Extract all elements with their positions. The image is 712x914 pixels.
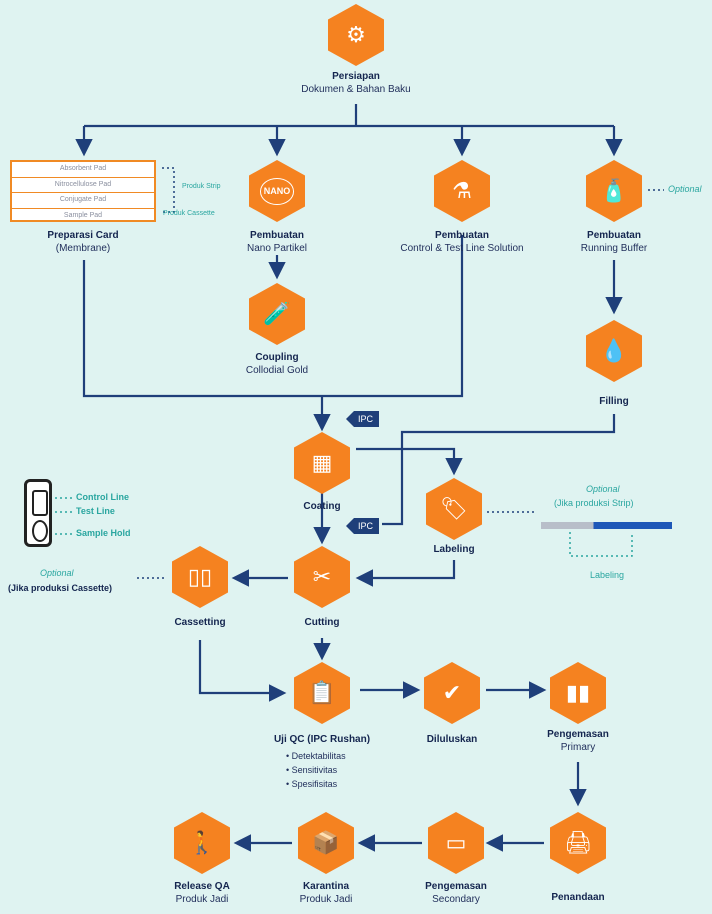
buffer-node: 🧴: [586, 160, 642, 222]
printer-icon: 🖨: [564, 830, 592, 855]
labeling-label: Labeling: [433, 544, 475, 555]
clipboard-check-icon: 📋: [308, 680, 336, 705]
primary-pack-icon: ▮▮: [565, 680, 591, 705]
persiapan-node: ⚙: [328, 4, 384, 66]
karantina-node: 📦: [298, 812, 354, 874]
ujiqc-node: 📋: [294, 662, 350, 724]
strip-labeling-label: Labeling: [590, 570, 625, 580]
qc-bullet: Spesifisitas: [286, 777, 346, 791]
secondary-node: ▭: [428, 812, 484, 874]
nano-node: NANO: [249, 160, 305, 222]
cassette-device-illustration: [24, 479, 52, 547]
penandaan-node: 🖨: [550, 812, 606, 874]
penandaan-label: Penandaan: [551, 892, 605, 903]
card-layer: Conjugate Pad: [12, 193, 154, 209]
ipc-tag-top: IPC: [346, 411, 380, 427]
box-pack-icon: ▭: [445, 830, 467, 855]
label-tag-icon: 🏷: [440, 496, 468, 521]
release-node: 🚶: [174, 812, 230, 874]
nano-icon: NANO: [259, 177, 295, 205]
bottle-icon: 🧴: [600, 178, 628, 203]
coating-label: Coating: [303, 501, 341, 512]
qc-bullet: Detektabilitas: [286, 749, 346, 763]
card-layer: Absorbent Pad: [12, 162, 154, 178]
qc-bullet-list: Detektabilitas Sensitivitas Spesifisitas: [286, 749, 346, 791]
coating-machine-icon: ▦: [311, 450, 333, 475]
cassetting-node: ▯▯: [172, 546, 228, 608]
card-layer: Sample Pad: [63, 211, 103, 219]
diluluskan-label: Diluluskan: [426, 734, 478, 745]
filling-icon: 💧: [600, 338, 628, 363]
cassette-icon: ▯▯: [187, 564, 213, 589]
flask-icon: ⚗: [452, 178, 472, 203]
coupling-node: 🧪: [249, 283, 305, 345]
test-tube-icon: 🧪: [263, 301, 291, 326]
membrane-card: Absorbent Pad Nitrocellulose Pad Conjuga…: [10, 160, 156, 222]
card-layer: Nitrocellulose Pad: [12, 178, 154, 193]
optional-cassette-condition: (Jika produksi Cassette): [8, 583, 113, 593]
labeling-node: 🏷: [426, 478, 482, 540]
test-line-label: Test Line: [76, 506, 115, 516]
coating-node: ▦: [294, 432, 350, 494]
preparasi-label: Preparasi Card(Membrane): [47, 230, 119, 254]
gear-document-icon: ⚙: [346, 22, 366, 47]
filling-node: 💧: [586, 320, 642, 382]
ipc-tag-bottom: IPC: [346, 518, 380, 534]
cutting-machine-icon: ✂: [312, 564, 332, 589]
qc-bullet: Sensitivitas: [286, 763, 346, 777]
control-node: ⚗: [434, 160, 490, 222]
ujiqc-label: Uji QC (IPC Rushan): [273, 734, 371, 745]
card-note-strip: Produk Strip: [182, 183, 221, 190]
optional-strip-note: Optional: [586, 484, 620, 494]
primary-node: ▮▮: [550, 662, 606, 724]
optional-cassette-note: Optional: [40, 568, 74, 578]
control-line-label: Control Line: [76, 492, 129, 502]
optional-buffer-note: Optional: [668, 184, 702, 194]
optional-strip-condition: (Jika produksi Strip): [554, 498, 634, 508]
diluluskan-node: ✔: [424, 662, 480, 724]
filling-label: Filling: [599, 396, 629, 407]
sample-hold-label: Sample Hold: [76, 528, 131, 538]
test-strip-illustration: [541, 522, 672, 529]
cutting-label: Cutting: [304, 617, 340, 628]
cassetting-label: Cassetting: [174, 617, 226, 628]
approved-stamp-icon: ✔: [442, 680, 462, 705]
quarantine-box-icon: 📦: [312, 830, 340, 855]
card-note-cassette: Produk Cassette: [163, 210, 215, 217]
cutting-node: ✂: [294, 546, 350, 608]
worker-boxes-icon: 🚶: [188, 830, 216, 855]
